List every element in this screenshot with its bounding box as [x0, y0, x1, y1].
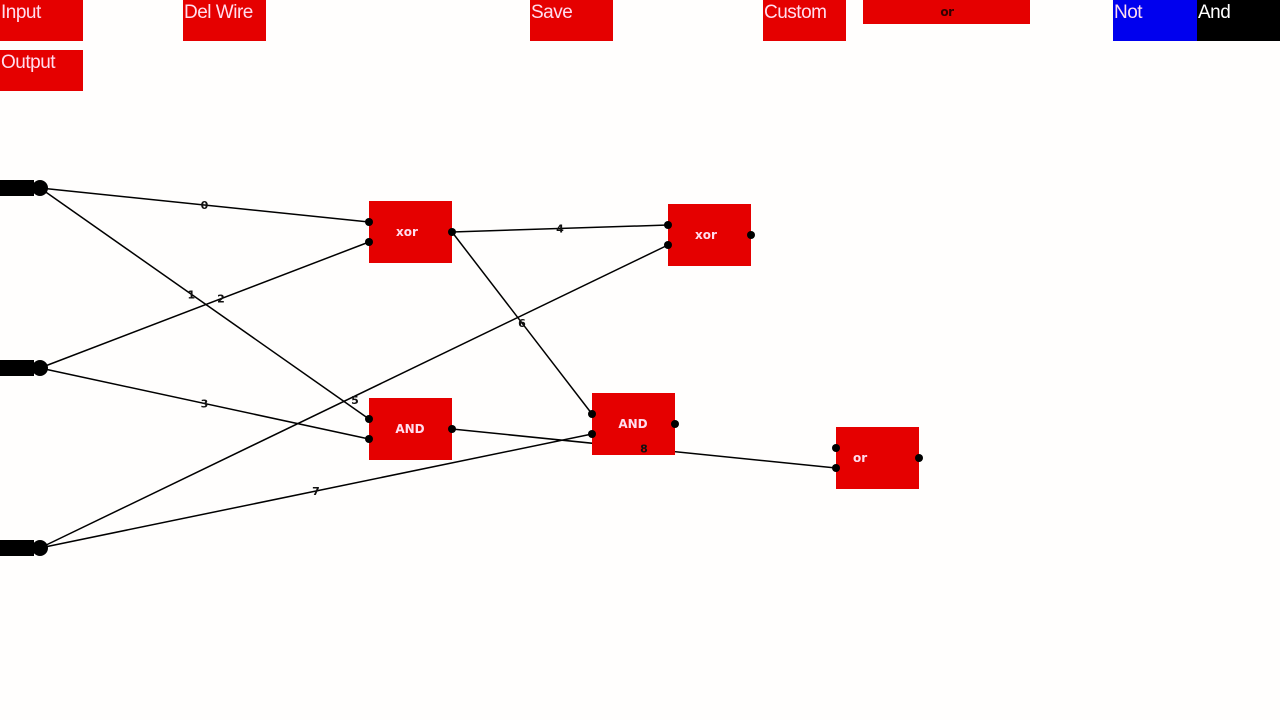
- pin[interactable]: [365, 218, 373, 226]
- input-switch[interactable]: [0, 540, 34, 556]
- custom-button[interactable]: Custom: [763, 0, 846, 41]
- input-node[interactable]: [0, 180, 48, 196]
- not-button[interactable]: Not: [1113, 0, 1197, 41]
- pin[interactable]: [664, 241, 672, 249]
- wire[interactable]: [39, 187, 370, 420]
- wire-label: 0: [201, 199, 209, 212]
- gate-xor[interactable]: xor: [664, 204, 755, 266]
- gate-and[interactable]: AND: [588, 393, 679, 455]
- wire[interactable]: [39, 187, 370, 223]
- output-button[interactable]: Output: [0, 50, 83, 91]
- input-node[interactable]: [0, 360, 48, 376]
- wire[interactable]: [451, 224, 669, 233]
- wire[interactable]: [39, 367, 370, 440]
- gate-label: xor: [396, 225, 418, 239]
- pin[interactable]: [588, 410, 596, 418]
- gate-body[interactable]: [836, 427, 919, 489]
- input-pin[interactable]: [32, 360, 48, 376]
- custom-name-input[interactable]: or: [863, 0, 1030, 24]
- save-button[interactable]: Save: [530, 0, 613, 41]
- gate-body[interactable]: [369, 398, 452, 460]
- gate-label: AND: [395, 422, 424, 436]
- input-switch[interactable]: [0, 360, 34, 376]
- gate-body[interactable]: [668, 204, 751, 266]
- pin[interactable]: [448, 425, 456, 433]
- gate-and[interactable]: AND: [365, 398, 456, 460]
- input-button[interactable]: Input: [0, 0, 83, 41]
- pin[interactable]: [915, 454, 923, 462]
- pin[interactable]: [588, 430, 596, 438]
- input-pin[interactable]: [32, 180, 48, 196]
- wire-label: 1: [188, 288, 196, 301]
- wire-label: 4: [556, 223, 564, 236]
- gate-label: or: [853, 451, 867, 465]
- gate-body[interactable]: [369, 201, 452, 263]
- wire[interactable]: [39, 244, 669, 549]
- gate-body[interactable]: [592, 393, 675, 455]
- wire[interactable]: [39, 241, 370, 369]
- input-node[interactable]: [0, 540, 48, 556]
- input-pin[interactable]: [32, 540, 48, 556]
- pin[interactable]: [664, 221, 672, 229]
- pin[interactable]: [448, 228, 456, 236]
- pin[interactable]: [747, 231, 755, 239]
- del-wire-button[interactable]: Del Wire: [183, 0, 266, 41]
- pin[interactable]: [365, 238, 373, 246]
- wire[interactable]: [39, 433, 593, 549]
- pin[interactable]: [365, 435, 373, 443]
- wire-label: 6: [518, 317, 526, 330]
- pin[interactable]: [671, 420, 679, 428]
- wire[interactable]: [451, 231, 593, 415]
- and-button[interactable]: And: [1197, 0, 1280, 41]
- input-switch[interactable]: [0, 180, 34, 196]
- wire-label: 8: [640, 443, 648, 456]
- gate-or[interactable]: or: [832, 427, 923, 489]
- wire-label: 2: [217, 293, 225, 306]
- gate-xor[interactable]: xor: [365, 201, 456, 263]
- pin[interactable]: [832, 464, 840, 472]
- wire-label: 3: [201, 398, 209, 411]
- wire-label: 7: [312, 485, 320, 498]
- gate-label: AND: [618, 417, 647, 431]
- pin[interactable]: [365, 415, 373, 423]
- gate-label: xor: [695, 228, 717, 242]
- wire-label: 5: [351, 394, 359, 407]
- pin[interactable]: [832, 444, 840, 452]
